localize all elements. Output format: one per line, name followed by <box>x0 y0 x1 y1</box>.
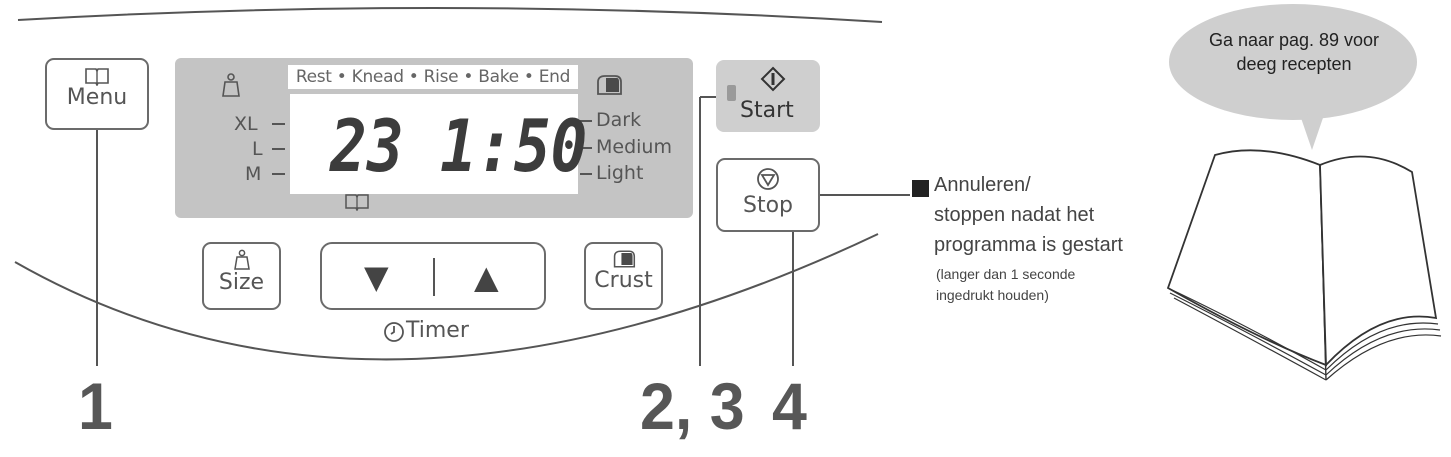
size-button[interactable]: Size <box>202 242 281 310</box>
bread-icon <box>597 75 622 95</box>
speech-bubble-text: Ga naar pag. 89 voor deeg recepten <box>1175 28 1413 76</box>
callout-step-4: 4 <box>772 369 807 443</box>
menu-button-label: Menu <box>66 85 128 110</box>
stop-note-line-1: Annuleren/ <box>934 174 1031 196</box>
lcd-screen <box>290 94 578 194</box>
size-level-xl: XL <box>234 113 258 135</box>
stop-note-line-4: (langer dan 1 seconde <box>936 266 1076 282</box>
timer-down-button[interactable]: ▼ <box>364 258 389 296</box>
speech-bubble-line-2: deeg recepten <box>1236 54 1352 74</box>
stop-note-line-5: ingedrukt houden) <box>936 287 1049 303</box>
stop-triangle-icon <box>757 168 779 190</box>
note-bullet <box>912 180 929 197</box>
callout-step-2-3: 2, 3 <box>640 369 745 443</box>
timer-up-button[interactable]: ▲ <box>474 258 499 296</box>
crust-level-medium: Medium <box>596 136 672 158</box>
stop-button-label: Stop <box>742 193 793 218</box>
stop-note-line-3: programma is gestart <box>934 234 1123 256</box>
start-button-label: Start <box>740 98 794 123</box>
start-diamond-icon <box>760 66 786 92</box>
weight-icon <box>222 73 240 97</box>
stop-note-line-2: stoppen nadat het <box>934 204 1095 226</box>
crust-button[interactable]: Crust <box>584 242 663 310</box>
crust-level-light: Light <box>596 162 644 184</box>
crust-level-dark: Dark <box>596 109 642 131</box>
book-icon <box>345 194 369 211</box>
clock-icon <box>384 322 404 342</box>
stop-button[interactable]: Stop <box>716 158 820 232</box>
stage-indicator: Rest • Knead • Rise • Bake • End <box>288 65 578 89</box>
timer-button-divider <box>433 258 435 296</box>
book-icon <box>85 68 109 86</box>
size-level-l: L <box>252 138 263 160</box>
size-level-m: M <box>245 163 262 185</box>
size-button-label: Size <box>218 270 265 295</box>
menu-button[interactable]: Menu <box>45 58 149 130</box>
start-indicator-led <box>727 85 736 101</box>
timer-label: Timer <box>406 318 469 343</box>
menu-number-readout: 23 <box>330 104 404 188</box>
weight-icon <box>233 249 250 270</box>
start-button[interactable]: Start <box>716 60 820 132</box>
bread-icon <box>613 250 635 268</box>
crust-button-label: Crust <box>594 268 653 293</box>
callout-step-1: 1 <box>78 369 113 443</box>
timer-arrow-buttons[interactable]: ▼ ▲ <box>320 242 546 310</box>
speech-bubble-line-1: Ga naar pag. 89 voor <box>1208 30 1380 50</box>
time-readout: 1:50 <box>440 104 588 188</box>
